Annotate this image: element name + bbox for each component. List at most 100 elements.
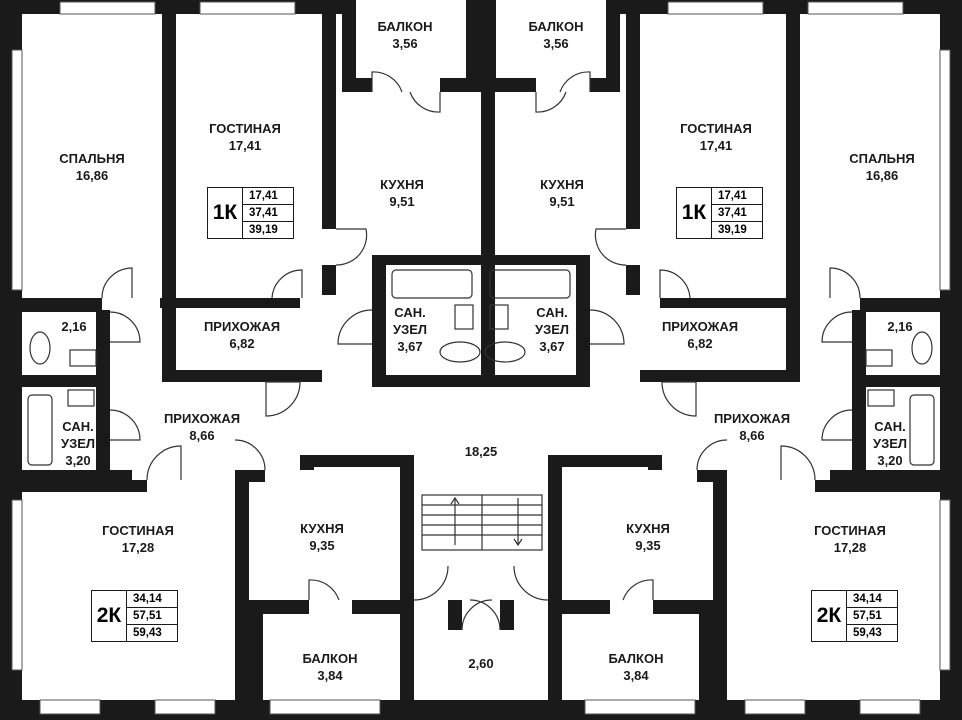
apartment-areas: 17,41 37,41 39,19 bbox=[243, 188, 293, 238]
room-area: 17,28 bbox=[121, 540, 155, 555]
room-name: УЗЕЛ bbox=[392, 322, 428, 337]
room-area: 2,16 bbox=[61, 319, 87, 334]
apartment-badge-top-right: 1К 17,41 37,41 39,19 bbox=[676, 187, 763, 239]
living-bottom-left-label: ГОСТИНАЯ 17,28 bbox=[102, 522, 174, 556]
balcony-walls-top bbox=[342, 0, 620, 92]
wc-left-label: 2,16 bbox=[61, 318, 86, 335]
apartment-badge-bottom-right: 2К 34,14 57,51 59,43 bbox=[811, 590, 898, 642]
apartment-badge-top-left: 1К 17,41 37,41 39,19 bbox=[207, 187, 294, 239]
bath-right-label: САН. УЗЕЛ 3,20 bbox=[873, 418, 907, 469]
room-area: 3,67 bbox=[539, 339, 565, 354]
balcony-bottom-left-label: БАЛКОН 3,84 bbox=[303, 650, 358, 684]
room-area: 6,82 bbox=[229, 336, 255, 351]
hall-bottom-left-label: ПРИХОЖАЯ 8,66 bbox=[164, 410, 240, 444]
apartment-type: 1К bbox=[208, 188, 243, 238]
room-name: БАЛКОН bbox=[528, 19, 584, 34]
room-name: КУХНЯ bbox=[300, 521, 344, 536]
apartment-areas: 34,14 57,51 59,43 bbox=[127, 591, 177, 641]
windows bbox=[11, 1, 951, 715]
total-area-with-balcony: 59,43 bbox=[133, 627, 162, 639]
balcony-bottom-right-label: БАЛКОН 3,84 bbox=[609, 650, 664, 684]
room-area: 16,86 bbox=[75, 168, 109, 183]
living-area: 17,41 bbox=[712, 188, 762, 205]
hall-top-left-label: ПРИХОЖАЯ 6,82 bbox=[204, 318, 280, 352]
total-area-with-balcony: 39,19 bbox=[249, 224, 278, 236]
room-name: ГОСТИНАЯ bbox=[814, 523, 886, 538]
room-area: 18,25 bbox=[464, 444, 498, 459]
room-area: 17,41 bbox=[228, 138, 262, 153]
room-area: 17,28 bbox=[833, 540, 867, 555]
room-area: 17,41 bbox=[699, 138, 733, 153]
room-name: ГОСТИНАЯ bbox=[680, 121, 752, 136]
room-name: ПРИХОЖАЯ bbox=[203, 319, 281, 334]
room-area: 3,20 bbox=[65, 453, 91, 468]
bath-fixtures bbox=[27, 269, 935, 466]
room-area: 8,66 bbox=[739, 428, 765, 443]
room-area: 3,84 bbox=[317, 668, 343, 683]
room-name: СПАЛЬНЯ bbox=[59, 151, 125, 166]
apartment-type: 1К bbox=[677, 188, 712, 238]
wc-right-label: 2,16 bbox=[887, 318, 912, 335]
hall-top-right-label: ПРИХОЖАЯ 6,82 bbox=[662, 318, 738, 352]
room-area: 3,84 bbox=[623, 668, 649, 683]
room-name: КУХНЯ bbox=[380, 177, 424, 192]
room-area: 16,86 bbox=[865, 168, 899, 183]
room-area: 2,60 bbox=[468, 656, 494, 671]
apartment-badge-bottom-left: 2К 34,14 57,51 59,43 bbox=[91, 590, 178, 642]
total-area: 57,51 bbox=[847, 608, 897, 625]
room-area: 3,20 bbox=[877, 453, 903, 468]
total-area-with-balcony: 59,43 bbox=[853, 627, 882, 639]
room-area: 2,16 bbox=[887, 319, 913, 334]
room-area: 9,35 bbox=[635, 538, 661, 553]
apartment-type: 2К bbox=[92, 591, 127, 641]
room-name: УЗЕЛ bbox=[534, 322, 570, 337]
apartment-type: 2К bbox=[812, 591, 847, 641]
room-name: ПРИХОЖАЯ bbox=[661, 319, 739, 334]
room-name: ПРИХОЖАЯ bbox=[163, 411, 241, 426]
total-area: 57,51 bbox=[127, 608, 177, 625]
room-name: УЗЕЛ bbox=[872, 436, 908, 451]
bath-left-label: САН. УЗЕЛ 3,20 bbox=[61, 418, 95, 469]
entrance-label: 2,60 bbox=[468, 655, 493, 672]
room-name: САН. bbox=[62, 419, 94, 434]
room-name: СПАЛЬНЯ bbox=[849, 151, 915, 166]
living-area: 34,14 bbox=[847, 591, 897, 608]
hall-bottom-right-label: ПРИХОЖАЯ 8,66 bbox=[714, 410, 790, 444]
room-area: 8,66 bbox=[189, 428, 215, 443]
room-name: ГОСТИНАЯ bbox=[102, 523, 174, 538]
living-bottom-right-label: ГОСТИНАЯ 17,28 bbox=[814, 522, 886, 556]
kitchen-bottom-left-label: КУХНЯ 9,35 bbox=[300, 520, 344, 554]
room-area: 3,56 bbox=[392, 36, 418, 51]
living-area: 17,41 bbox=[243, 188, 293, 205]
bath-center-right-label: САН. УЗЕЛ 3,67 bbox=[535, 304, 569, 355]
room-name: БАЛКОН bbox=[608, 651, 664, 666]
room-area: 3,56 bbox=[543, 36, 569, 51]
room-area: 9,51 bbox=[389, 194, 415, 209]
room-name: КУХНЯ bbox=[540, 177, 584, 192]
staircase bbox=[421, 494, 543, 551]
kitchen-top-right-label: КУХНЯ 9,51 bbox=[540, 176, 584, 210]
room-area: 9,51 bbox=[549, 194, 575, 209]
room-name: САН. bbox=[536, 305, 568, 320]
bedroom-left-label: СПАЛЬНЯ 16,86 bbox=[59, 150, 124, 184]
total-area-with-balcony: 39,19 bbox=[718, 224, 747, 236]
total-area: 37,41 bbox=[712, 205, 762, 222]
apartment-areas: 17,41 37,41 39,19 bbox=[712, 188, 762, 238]
room-area: 9,35 bbox=[309, 538, 335, 553]
room-area: 6,82 bbox=[687, 336, 713, 351]
room-name: ПРИХОЖАЯ bbox=[713, 411, 791, 426]
room-name: УЗЕЛ bbox=[60, 436, 96, 451]
door-swings bbox=[101, 71, 861, 631]
room-name: БАЛКОН bbox=[302, 651, 358, 666]
room-name: САН. bbox=[394, 305, 426, 320]
room-name: САН. bbox=[874, 419, 906, 434]
total-area: 37,41 bbox=[243, 205, 293, 222]
living-area: 34,14 bbox=[127, 591, 177, 608]
balcony-top-right-label: БАЛКОН 3,56 bbox=[529, 18, 584, 52]
kitchen-top-left-label: КУХНЯ 9,51 bbox=[380, 176, 424, 210]
